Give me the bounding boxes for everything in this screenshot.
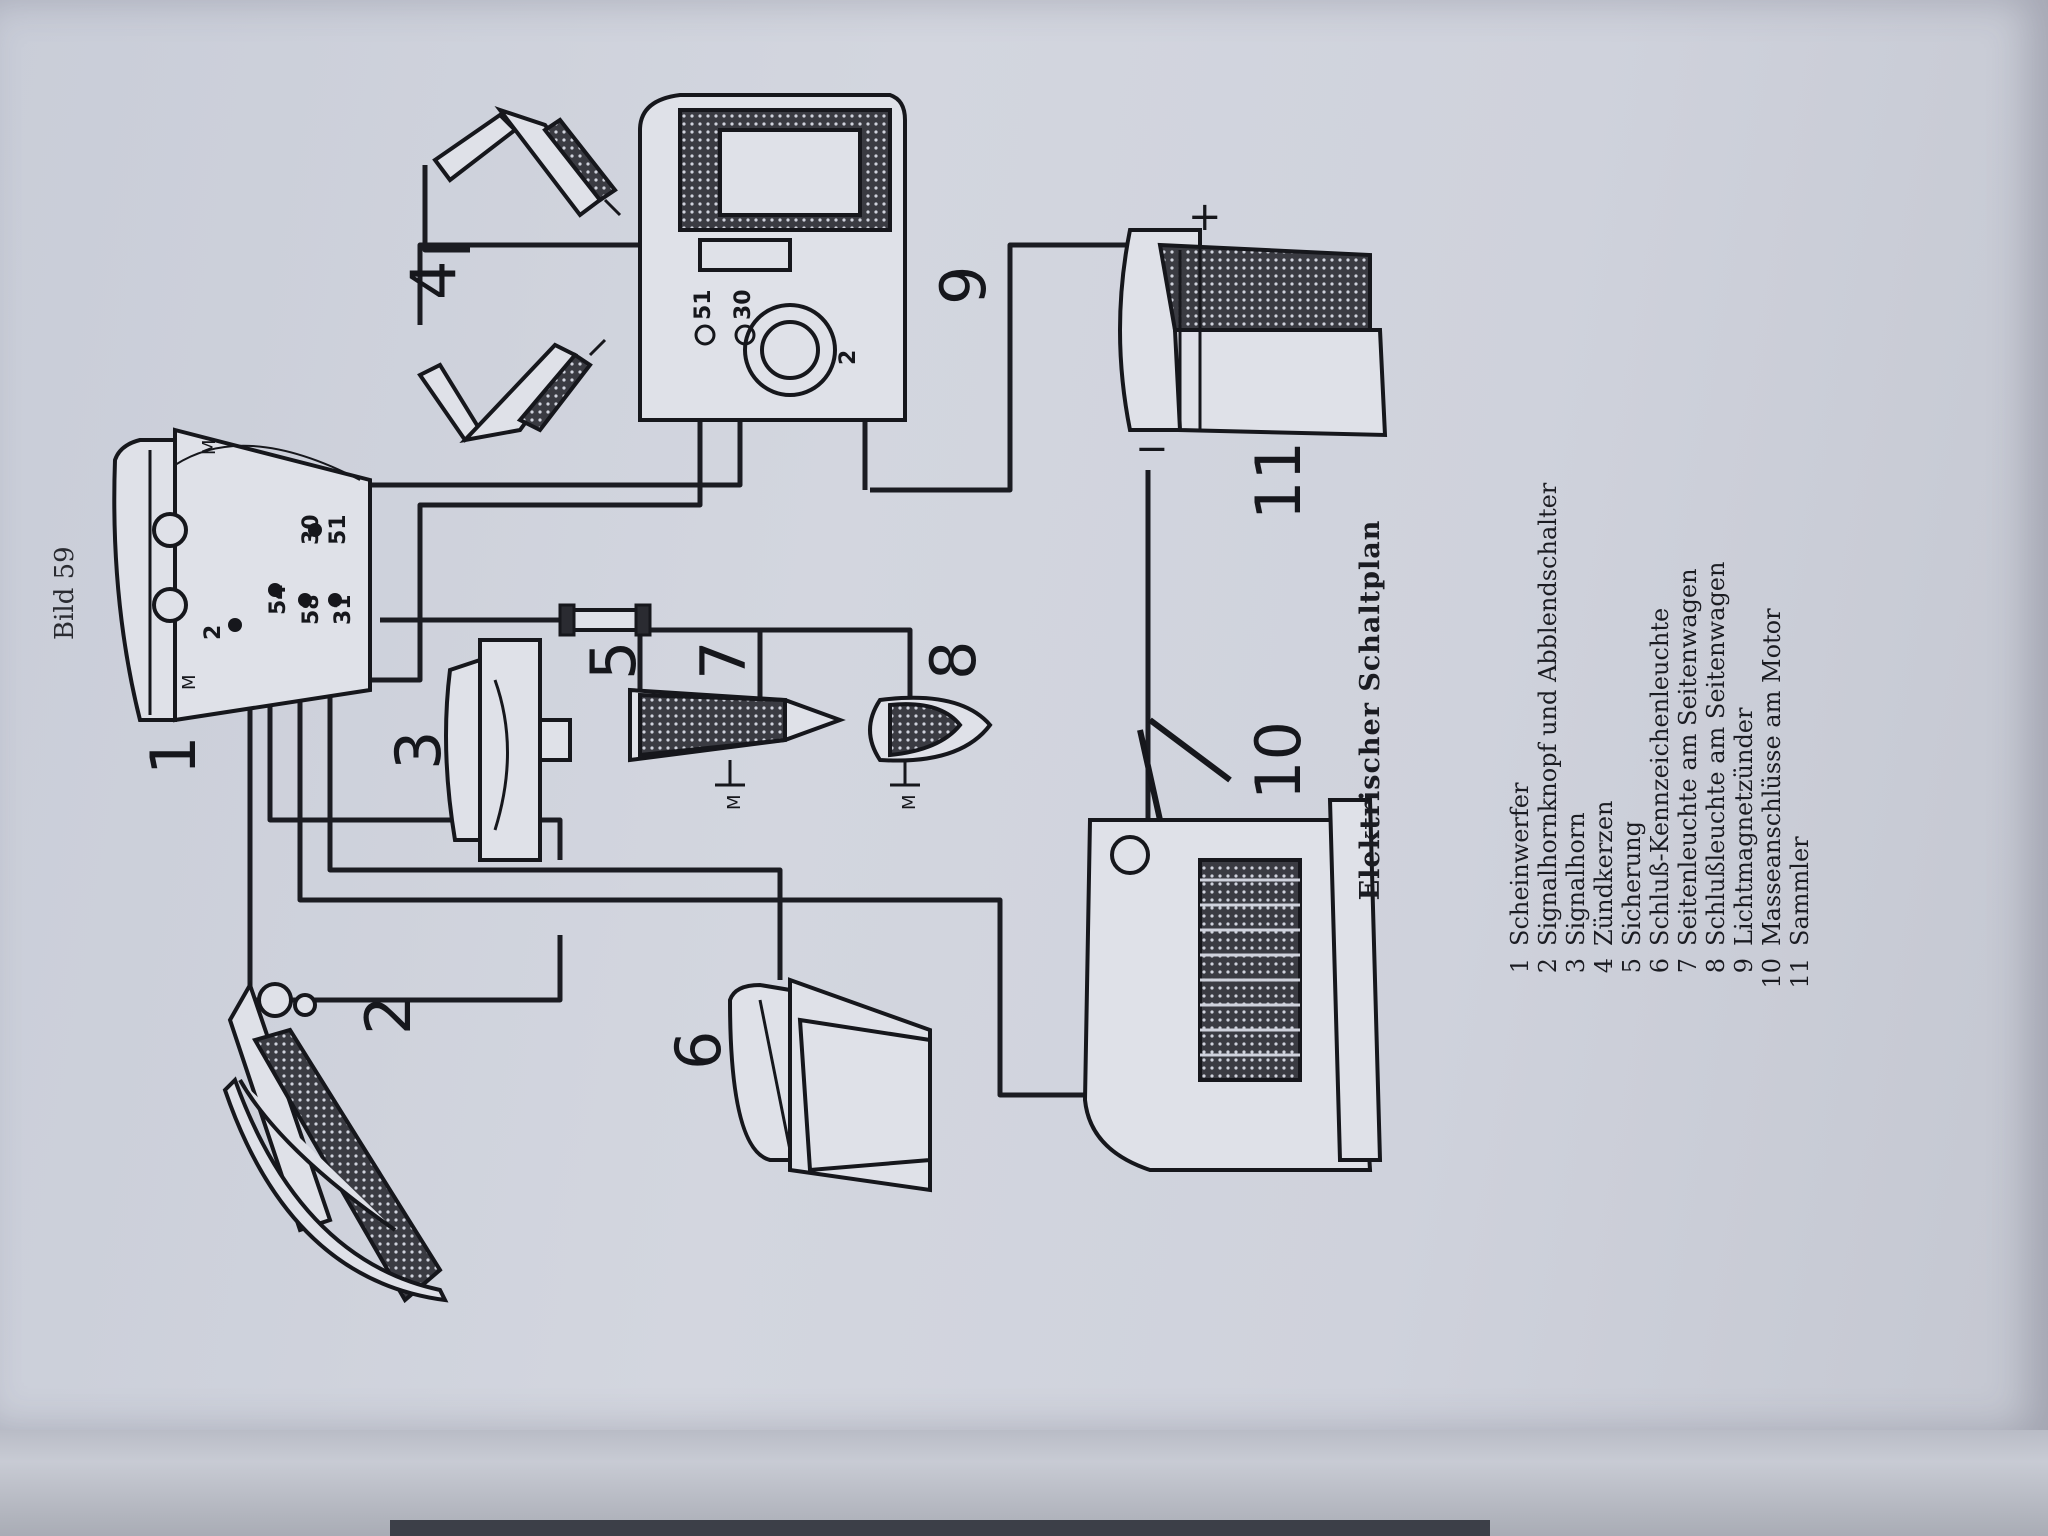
wire-plug-right <box>422 165 470 253</box>
callout-3: 3 <box>382 731 455 770</box>
legend-item: 6Schluß-Kennzeichenleuchte <box>1646 607 1674 974</box>
legend-item: 11Sammler <box>1786 836 1814 989</box>
callout-5: 5 <box>577 641 650 680</box>
legend-item: 2Signalhornknopf und Abblendschalter <box>1534 482 1562 974</box>
handlebar-switch <box>222 980 449 1304</box>
sidecar-side-lamp <box>628 687 846 787</box>
legend-item: 10Masseanschlüsse am Motor <box>1758 608 1786 989</box>
headlamp-terminal-54: 54 <box>266 584 291 615</box>
legend-item: 7Seitenleuchte am Seitenwagen <box>1674 568 1702 974</box>
headlamp-terminal-51: 51 <box>326 514 351 545</box>
legend-title: Elektrischer Schaltplan <box>1355 519 1386 901</box>
legend-item: 1Scheinwerfer <box>1506 782 1534 974</box>
callout-2: 2 <box>352 996 425 1035</box>
underlying-page <box>0 1430 2048 1536</box>
engine <box>1082 717 1383 1172</box>
legend-item: 5Sicherung <box>1618 821 1646 974</box>
callout-4: 4 <box>397 261 470 300</box>
wire-plug-left <box>417 242 700 325</box>
headlamp-terminal-2: 2 <box>201 625 226 640</box>
magneto-terminal-51: 51 <box>691 289 716 320</box>
callout-6: 6 <box>662 1031 735 1070</box>
fuse <box>558 603 652 637</box>
legend-item: 8Schlußleuchte am Seitenwagen <box>1702 561 1730 974</box>
figure-label: Bild 59 <box>50 546 80 640</box>
wire-tail-lamp-side <box>760 627 913 700</box>
wire-horn <box>267 600 563 860</box>
tail-lamp-ground-mark: M <box>899 794 920 810</box>
legend-list: 1Scheinwerfer 2Signalhornknopf und Abble… <box>1506 430 1814 990</box>
callout-8: 8 <box>917 641 990 680</box>
battery <box>1118 228 1388 438</box>
headlamp-ground-mark-bottom: M <box>179 674 200 690</box>
battery-minus-mark: − <box>1135 426 1169 472</box>
headlamp-terminal-30: 30 <box>299 514 324 545</box>
tail-licence-lamp <box>727 977 932 1193</box>
callout-11: 11 <box>1242 441 1315 520</box>
headlamp-terminal-58: 58 <box>299 594 324 625</box>
legend: Elektrischer Schaltplan 1Scheinwerfer 2S… <box>1355 430 1814 990</box>
wire-battery-plus <box>870 242 1170 493</box>
battery-plus-mark: + <box>1188 194 1222 240</box>
underlying-page-edge <box>390 1520 1490 1536</box>
wire-terminal-51 <box>365 350 703 683</box>
callout-9: 9 <box>927 266 1000 305</box>
sidecar-tail-lamp <box>868 695 993 787</box>
headlamp <box>112 427 372 723</box>
magneto-terminal-30: 30 <box>731 289 756 320</box>
callout-10: 10 <box>1242 721 1315 800</box>
wire-engine-ground <box>297 625 1090 1098</box>
wires <box>247 165 1170 1098</box>
signal-horn <box>444 638 572 862</box>
headlamp-terminal-31: 31 <box>331 594 356 625</box>
legend-item: 4Zündkerzen <box>1590 800 1618 974</box>
headlamp-ground-mark-top: M <box>199 439 220 455</box>
wire-tail-lamp <box>327 625 783 980</box>
magneto-terminal-2: 2 <box>836 350 861 365</box>
lighting-magneto <box>638 93 907 422</box>
legend-item: 9Lichtmagnetzünder <box>1730 707 1758 974</box>
side-lamp-ground-mark: M <box>724 794 745 810</box>
spark-plug-right <box>432 106 622 218</box>
legend-item: 3Signalhorn <box>1562 812 1590 974</box>
callout-1: 1 <box>137 736 210 775</box>
callout-7: 7 <box>687 641 760 680</box>
spark-plug-left <box>417 338 607 444</box>
